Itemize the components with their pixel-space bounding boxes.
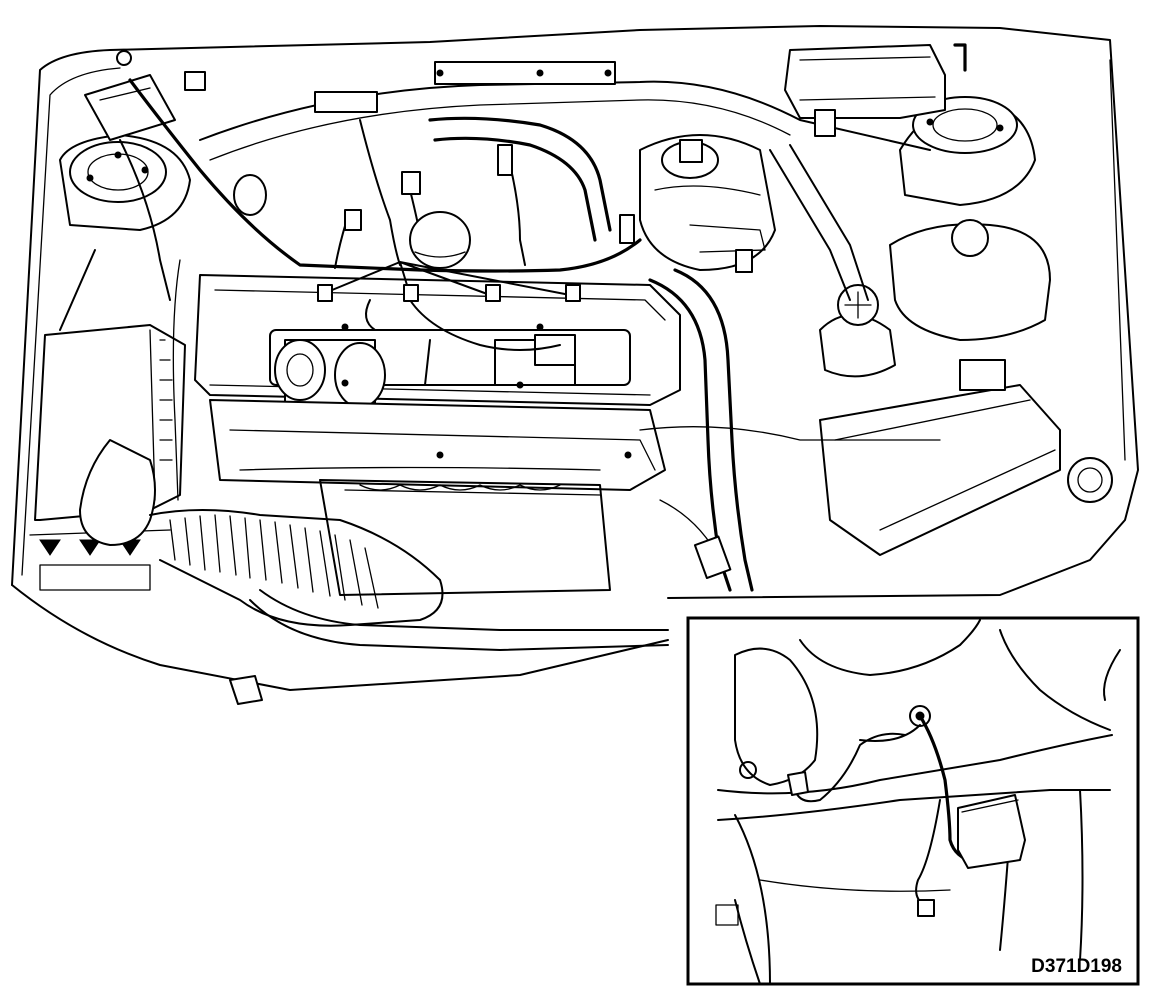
coolant-reservoir [889,219,1113,503]
figure-reference-code: D371D198 [1031,956,1122,977]
fuse-box [784,43,967,137]
inset-detail-panel: D371D198 [686,616,1140,986]
left-strut-tower [59,134,191,231]
engine-block [209,399,666,596]
intake-duct [79,439,669,651]
power-steering-reservoir [819,284,896,378]
engine-cam-cover [194,274,681,411]
cowl-panel [199,61,931,161]
oil-filler-cap [409,211,471,269]
wiring-harness [59,78,642,386]
relay-bracket-left [84,50,206,141]
battery [819,359,1061,556]
harness-connectors [229,91,753,705]
brake-booster [639,134,776,271]
engine-bay-outline [11,25,1139,691]
